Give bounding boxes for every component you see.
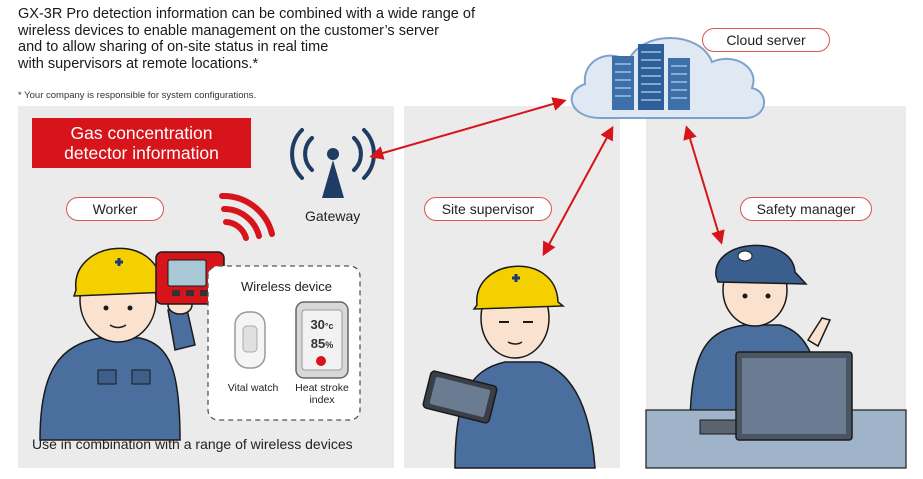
detector-info-line-1: Gas concentration — [70, 123, 213, 143]
wireless-signal-icon — [219, 192, 275, 241]
cloud-server-label: Cloud server — [702, 28, 830, 52]
temp-unit: °c — [324, 321, 334, 331]
heat-stroke-label-line-2: index — [309, 394, 335, 406]
arrow-gateway-cloud — [369, 97, 567, 160]
safety-manager-label: Safety manager — [740, 197, 872, 221]
safety-manager-figure — [645, 244, 907, 469]
site-supervisor-figure — [422, 265, 596, 469]
vital-watch-label: Vital watch — [227, 382, 279, 394]
intro-line-1: GX-3R Pro detection information can be c… — [18, 6, 475, 22]
worker-figure — [39, 247, 196, 441]
intro-line-2: wireless devices to enable management on… — [18, 22, 439, 39]
temp-value: 30 — [310, 317, 325, 332]
vital-watch-icon — [234, 311, 266, 369]
intro-text: GX-3R Pro detection information can be c… — [18, 6, 538, 72]
wireless-device-title: Wireless device — [241, 279, 333, 294]
worker-caption: Use in combination with a range of wirel… — [32, 436, 353, 452]
heat-stroke-device-icon — [295, 301, 349, 379]
humidity-value: 85 — [310, 336, 326, 351]
humidity-unit: % — [325, 340, 334, 350]
cloud-server-icon — [570, 37, 766, 119]
gateway-label: Gateway — [305, 208, 361, 224]
intro-line-3: and to allow sharing of on-site status i… — [18, 39, 329, 55]
gateway-icon — [290, 128, 376, 198]
heat-stroke-label-line-1: Heat stroke — [295, 382, 349, 394]
heat-stroke-label: Heat stroke index — [288, 382, 356, 406]
heat-stroke-temp: 30°c — [304, 318, 340, 333]
connection-arrows — [369, 97, 725, 257]
heat-stroke-humidity: 85% — [304, 337, 340, 352]
worker-label: Worker — [66, 197, 164, 221]
detector-info-line-2: detector information — [64, 143, 219, 163]
detector-info-box: Gas concentration detector information — [32, 118, 251, 168]
site-supervisor-label: Site supervisor — [424, 197, 552, 221]
arrow-cloud-supervisor — [542, 125, 614, 257]
footnote: * Your company is responsible for system… — [18, 90, 257, 101]
arrow-cloud-manager — [683, 125, 725, 245]
intro-line-4: with supervisors at remote locations.* — [18, 55, 259, 72]
